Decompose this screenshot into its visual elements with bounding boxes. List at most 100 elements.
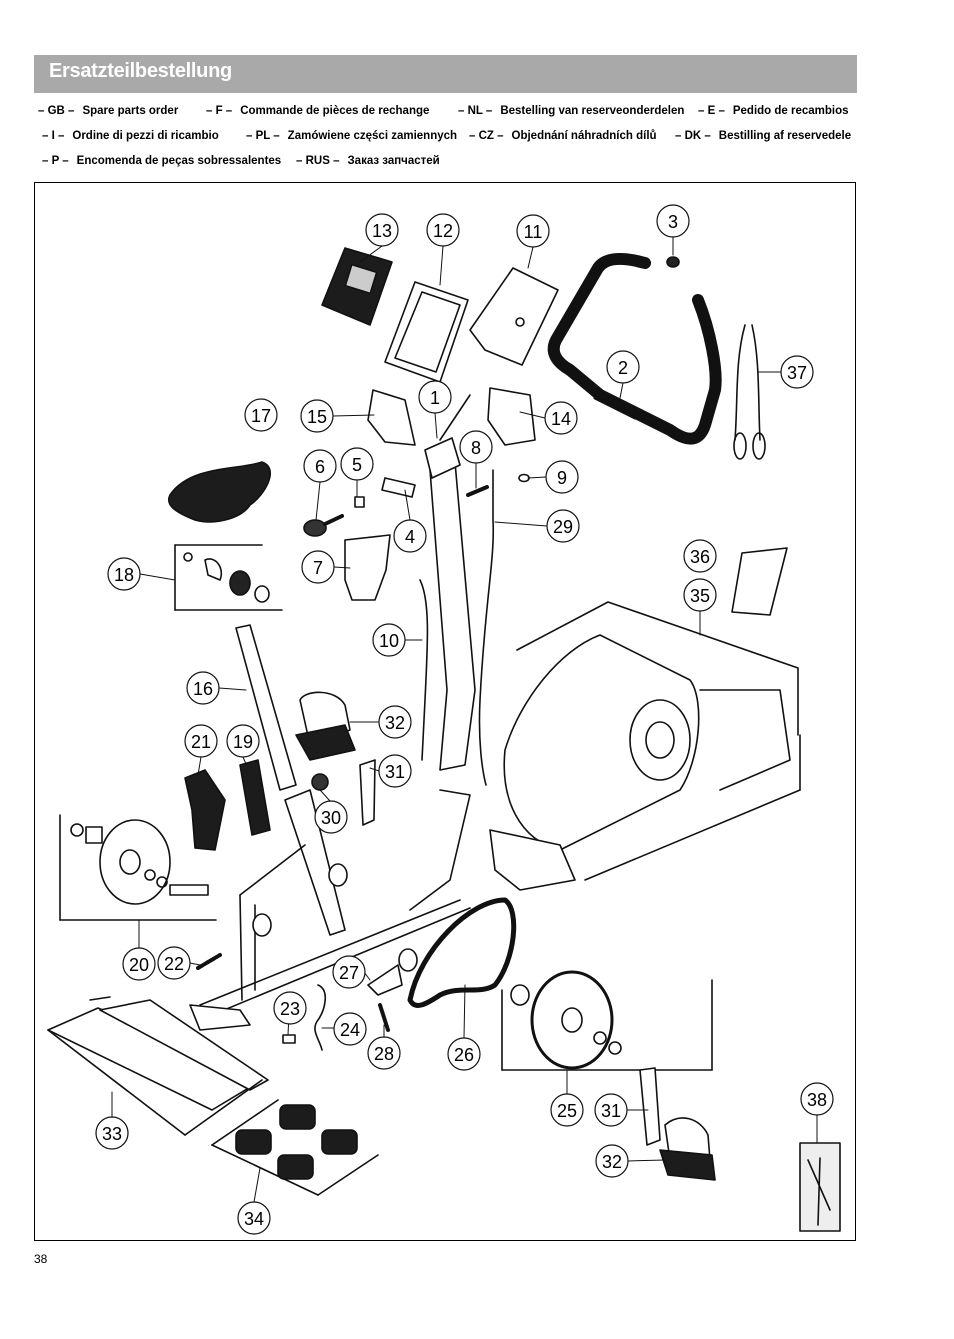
callout-17: 17 [244,398,278,432]
part-cover-top [367,389,416,446]
callout-31-right: 31 [594,1093,628,1127]
svg-text:12: 12 [433,221,453,241]
svg-text:34: 34 [244,1209,264,1229]
callout-27: 27 [332,955,366,989]
part-base-rails [47,996,269,1136]
svg-text:33: 33 [102,1124,122,1144]
svg-text:8: 8 [471,438,481,458]
callout-10: 10 [372,623,406,657]
svg-text:14: 14 [551,409,571,429]
part-pin [466,485,489,497]
page-title: Ersatzteilbestellung [49,60,232,82]
svg-text:3: 3 [668,212,678,232]
callout-14: 14 [544,401,578,435]
callout-26: 26 [447,1037,481,1071]
svg-text:29: 29 [553,517,573,537]
callout-38: 38 [800,1082,834,1116]
callout-8: 8 [459,430,493,464]
svg-text:16: 16 [193,679,213,699]
svg-text:37: 37 [787,363,807,383]
svg-text:28: 28 [374,1044,394,1064]
svg-text:35: 35 [690,586,710,606]
language-entry-e: – E –Pedido de recambios [698,105,849,117]
svg-text:26: 26 [454,1045,474,1065]
language-entry-pl: – PL –Zamówiene części zamiennych [246,130,458,142]
svg-text:15: 15 [307,407,327,427]
svg-text:32: 32 [602,1152,622,1172]
part-saddle [168,461,272,523]
part-bushing [354,496,365,508]
part-handlebar [547,252,722,445]
callout-1: 1 [418,380,452,414]
part-wire-harness [314,984,326,1051]
callout-37: 37 [780,355,814,389]
part-plate [381,477,416,498]
part-end-caps [211,1099,379,1196]
part-console-overlay [321,247,393,326]
part-bottle-holder [731,547,788,616]
part-drive-belt [407,897,517,1008]
svg-text:31: 31 [385,762,405,782]
language-entry-p: – P –Encomenda de peças sobressalentes [42,155,282,167]
callout-11: 11 [516,214,550,248]
svg-text:6: 6 [315,457,325,477]
svg-text:31: 31 [601,1101,621,1121]
part-chain-guard [184,769,226,851]
callout-35: 35 [683,578,717,612]
callout-25: 25 [550,1093,584,1127]
callout-32: 32 [378,705,412,739]
callout-20: 20 [122,947,156,981]
language-entry-gb: – GB –Spare parts order [38,105,179,117]
callout-24: 24 [333,1012,367,1046]
part-hardware-bag [799,1142,841,1232]
callout-32-right: 32 [595,1144,629,1178]
callout-28: 28 [367,1036,401,1070]
page-number: 38 [34,1252,48,1266]
svg-text:17: 17 [251,406,271,426]
part-cover-lower [344,534,391,601]
callout-7: 7 [301,550,335,584]
svg-text:7: 7 [313,558,323,578]
callout-22: 22 [157,946,191,980]
svg-text:13: 13 [372,221,392,241]
svg-text:25: 25 [557,1101,577,1121]
language-entry-dk: – DK –Bestilling af reservedele [675,130,852,142]
part-pedal-left [295,691,356,761]
part-spring [196,953,222,970]
part-clip [282,1034,296,1044]
language-entry-f: – F –Commande de pièces de rechange [206,105,430,117]
svg-text:23: 23 [280,999,300,1019]
callout-34: 34 [237,1201,271,1235]
callout-21: 21 [184,724,218,758]
callout-23: 23 [273,991,307,1025]
part-pulley-group [501,970,713,1071]
leader-lines [111,236,818,1203]
callout-4: 4 [393,519,427,553]
language-entry-rus: – RUS –Заказ запчастей [296,155,440,167]
title-bar: Ersatzteilbestellung [34,55,857,93]
callout-36: 36 [683,539,717,573]
svg-text:11: 11 [524,222,543,242]
svg-text:2: 2 [618,358,628,378]
part-pedal-right [659,1117,716,1181]
part-adjuster [311,773,329,791]
callout-30: 30 [314,800,348,834]
part-pulse-wires [733,324,766,460]
callout-16: 16 [186,671,220,705]
svg-text:9: 9 [557,468,567,488]
part-console-display [384,281,469,383]
svg-text:22: 22 [164,954,184,974]
language-entry-nl: – NL –Bestelling van reserveonderdelen [458,105,685,117]
part-tension-cable [419,579,429,761]
callout-33: 33 [95,1116,129,1150]
part-end-cap [666,256,680,268]
part-main-housing [489,601,801,891]
svg-text:36: 36 [690,547,710,567]
svg-text:4: 4 [405,527,415,547]
svg-text:1: 1 [430,388,440,408]
callout-2: 2 [606,350,640,384]
callout-31: 31 [378,754,412,788]
part-sensor-cable [478,469,495,786]
part-spring-small [378,1003,390,1032]
